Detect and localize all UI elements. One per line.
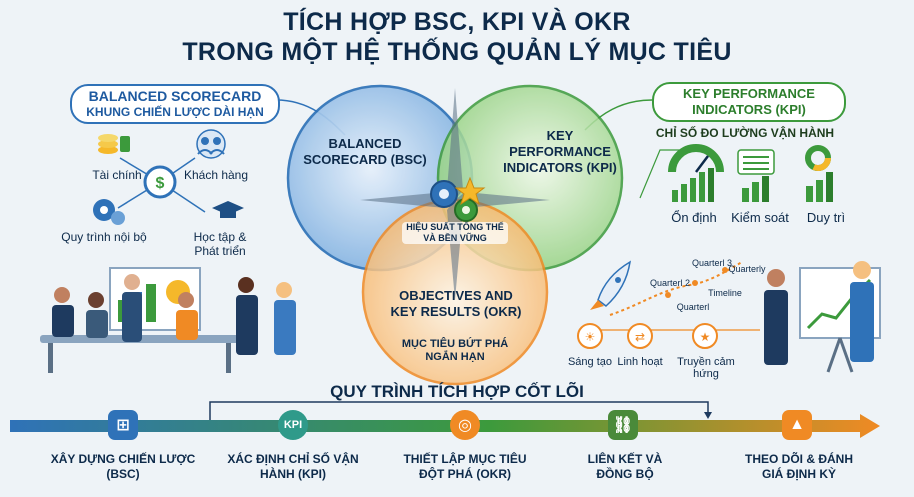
- gears-icon: [430, 176, 486, 222]
- okr-item-creative: Sáng tạo: [567, 356, 613, 368]
- bsc-item-learning: Học tập & Phát triển: [193, 230, 247, 258]
- inspire-icon: [692, 323, 718, 349]
- process-arrow: [10, 414, 880, 438]
- growth-chart-icon: ▲: [782, 410, 812, 440]
- timeline-label: Timeline: [708, 288, 742, 298]
- svg-text:⇄: ⇄: [635, 330, 645, 344]
- creative-icon: [577, 323, 603, 349]
- timeline-curve: [609, 261, 743, 316]
- flexible-icon: [627, 323, 653, 349]
- dollar-hub-icon: [143, 165, 177, 199]
- timeline-q1: Quarterl: [676, 302, 710, 312]
- link-icon: ⛓: [608, 410, 638, 440]
- okr-item-flexible: Linh hoạt: [617, 356, 663, 368]
- control-panel-icon: [737, 149, 775, 202]
- bsc-circle-label: BALANCED SCORECARD (BSC): [303, 136, 427, 167]
- process-gear-icon: [93, 199, 125, 225]
- kpi-item-stable: Ổn định: [671, 210, 717, 225]
- process-loop-arrow: [209, 401, 709, 420]
- graduation-cap-icon: [212, 201, 244, 218]
- timeline-q4: Quarterly: [728, 264, 766, 274]
- okr-item-inspire: Truyền cảm hứng: [677, 356, 735, 380]
- svg-text:★: ★: [700, 330, 711, 344]
- meeting-illustration: [40, 267, 296, 373]
- okr-circle-label: OBJECTIVES AND KEY RESULTS (OKR): [390, 288, 522, 319]
- kpi-circle-label: KEY PERFORMANCE INDICATORS (KPI): [503, 128, 617, 175]
- gauge-icon: [668, 144, 724, 202]
- timeline-q2: Quarterl 2: [649, 278, 691, 288]
- kpi-pill-title: KEY PERFORMANCE INDICATORS (KPI): [683, 86, 815, 117]
- presenter-illustration: [764, 261, 881, 373]
- svg-text:$: $: [156, 175, 165, 192]
- process-title: QUY TRÌNH TÍCH HỢP CỐT LÕI: [330, 382, 584, 401]
- step-5: THEO DÕI & ĐÁNH GIÁ ĐỊNH KỲ: [745, 452, 853, 481]
- page-title-line2: TRONG MỘT HỆ THỐNG QUẢN LÝ MỤC TIÊU: [182, 38, 732, 66]
- page-title-line1: TÍCH HỢP BSC, KPI VÀ OKR: [283, 8, 631, 36]
- donut-chart-icon: [805, 145, 833, 202]
- okr-circle-subtitle: MỤC TIÊU BỨT PHÁ NGẮN HẠN: [401, 338, 509, 363]
- step-3: THIẾT LẬP MỤC TIÊU ĐỘT PHÁ (OKR): [403, 452, 527, 481]
- bsc-pill: BALANCED SCORECARD KHUNG CHIẾN LƯỢC DÀI …: [70, 84, 280, 124]
- kpi-item-control: Kiểm soát: [731, 210, 789, 225]
- step-2: XÁC ĐỊNH CHỈ SỐ VẬN HÀNH (KPI): [227, 452, 359, 481]
- bsc-item-finance: Tài chính: [92, 168, 142, 182]
- kpi-item-maintain: Duy trì: [806, 210, 846, 225]
- target-icon: ◎: [450, 410, 480, 440]
- bsc-item-customers: Khách hàng: [183, 168, 249, 182]
- svg-text:☀: ☀: [585, 330, 596, 344]
- bsc-pill-title: BALANCED SCORECARD: [88, 88, 262, 104]
- rocket-icon: [590, 260, 631, 310]
- kpi-pill: KEY PERFORMANCE INDICATORS (KPI): [652, 82, 846, 122]
- step-4: LIÊN KẾT VÀ ĐỒNG BỘ: [587, 452, 663, 481]
- bsc-item-internal-process: Quy trình nội bộ: [61, 230, 147, 244]
- org-chart-icon: ⊞: [108, 410, 138, 440]
- timeline-q3: Quarterl 3: [691, 258, 733, 268]
- bsc-pill-subtitle: KHUNG CHIẾN LƯỢC DÀI HẠN: [86, 105, 264, 119]
- center-label: HIỆU SUẤT TỔNG THỂ VÀ BỀN VỮNG: [402, 222, 508, 244]
- coins-icon: [98, 134, 130, 154]
- customers-icon: [196, 129, 226, 159]
- kpi-subtitle: CHỈ SỐ ĐO LƯỜNG VẬN HÀNH: [655, 126, 835, 140]
- kpi-badge-icon: KPI: [278, 410, 308, 440]
- step-1: XÂY DỰNG CHIẾN LƯỢC (BSC): [50, 452, 196, 481]
